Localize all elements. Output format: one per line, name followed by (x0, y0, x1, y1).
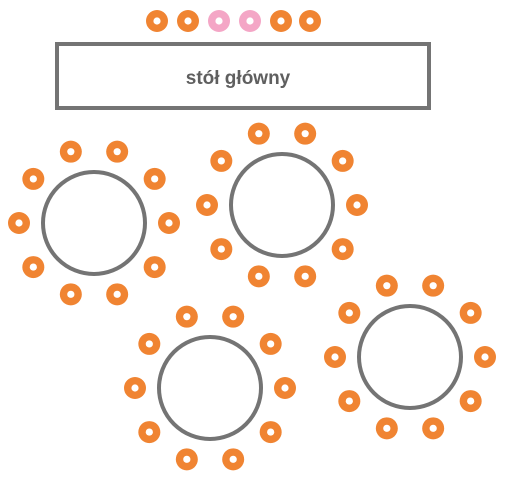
guest-seat[interactable] (299, 10, 321, 32)
guest-seat[interactable] (270, 10, 292, 32)
guest-seat[interactable] (210, 238, 233, 261)
guest-seat[interactable] (175, 448, 198, 471)
guest-seat[interactable] (259, 421, 282, 444)
guest-seat[interactable] (247, 122, 270, 145)
guest-seat[interactable] (8, 212, 30, 234)
table-3 (124, 305, 296, 471)
guest-seat[interactable] (106, 283, 129, 306)
guest-seat[interactable] (177, 10, 199, 32)
guest-seat[interactable] (124, 377, 146, 399)
guest-seat[interactable] (138, 332, 161, 355)
guest-seat[interactable] (422, 417, 445, 440)
guest-seat[interactable] (474, 346, 496, 368)
guest-seat[interactable] (146, 10, 168, 32)
guest-seat[interactable] (338, 390, 361, 413)
guest-seat[interactable] (294, 122, 317, 145)
round-table[interactable] (157, 335, 263, 441)
guest-seat[interactable] (247, 265, 270, 288)
guest-seat[interactable] (22, 167, 45, 190)
guest-seat[interactable] (222, 448, 245, 471)
vip-seat[interactable] (208, 10, 230, 32)
round-table[interactable] (41, 170, 147, 276)
guest-seat[interactable] (274, 377, 296, 399)
guest-seat[interactable] (331, 238, 354, 261)
guest-seat[interactable] (143, 256, 166, 279)
guest-seat[interactable] (294, 265, 317, 288)
guest-seat[interactable] (143, 167, 166, 190)
guest-seat[interactable] (22, 256, 45, 279)
guest-seat[interactable] (196, 194, 218, 216)
guest-seat[interactable] (175, 305, 198, 328)
guest-seat[interactable] (210, 149, 233, 172)
vip-seat[interactable] (239, 10, 261, 32)
guest-seat[interactable] (259, 332, 282, 355)
guest-seat[interactable] (138, 421, 161, 444)
guest-seat[interactable] (59, 140, 82, 163)
guest-seat[interactable] (346, 194, 368, 216)
table-1 (8, 140, 180, 306)
head-table-label: stół główny (186, 68, 291, 89)
head-table-seats (146, 10, 321, 32)
guest-seat[interactable] (59, 283, 82, 306)
guest-seat[interactable] (158, 212, 180, 234)
guest-seat[interactable] (106, 140, 129, 163)
head-table[interactable] (55, 42, 431, 110)
guest-seat[interactable] (331, 149, 354, 172)
round-table[interactable] (357, 304, 463, 410)
table-2 (196, 122, 368, 288)
guest-seat[interactable] (338, 301, 361, 324)
table-4 (324, 274, 496, 440)
guest-seat[interactable] (459, 390, 482, 413)
guest-seat[interactable] (222, 305, 245, 328)
guest-seat[interactable] (324, 346, 346, 368)
guest-seat[interactable] (422, 274, 445, 297)
guest-seat[interactable] (375, 417, 398, 440)
round-tables (8, 122, 496, 471)
round-table[interactable] (229, 152, 335, 258)
guest-seat[interactable] (459, 301, 482, 324)
guest-seat[interactable] (375, 274, 398, 297)
